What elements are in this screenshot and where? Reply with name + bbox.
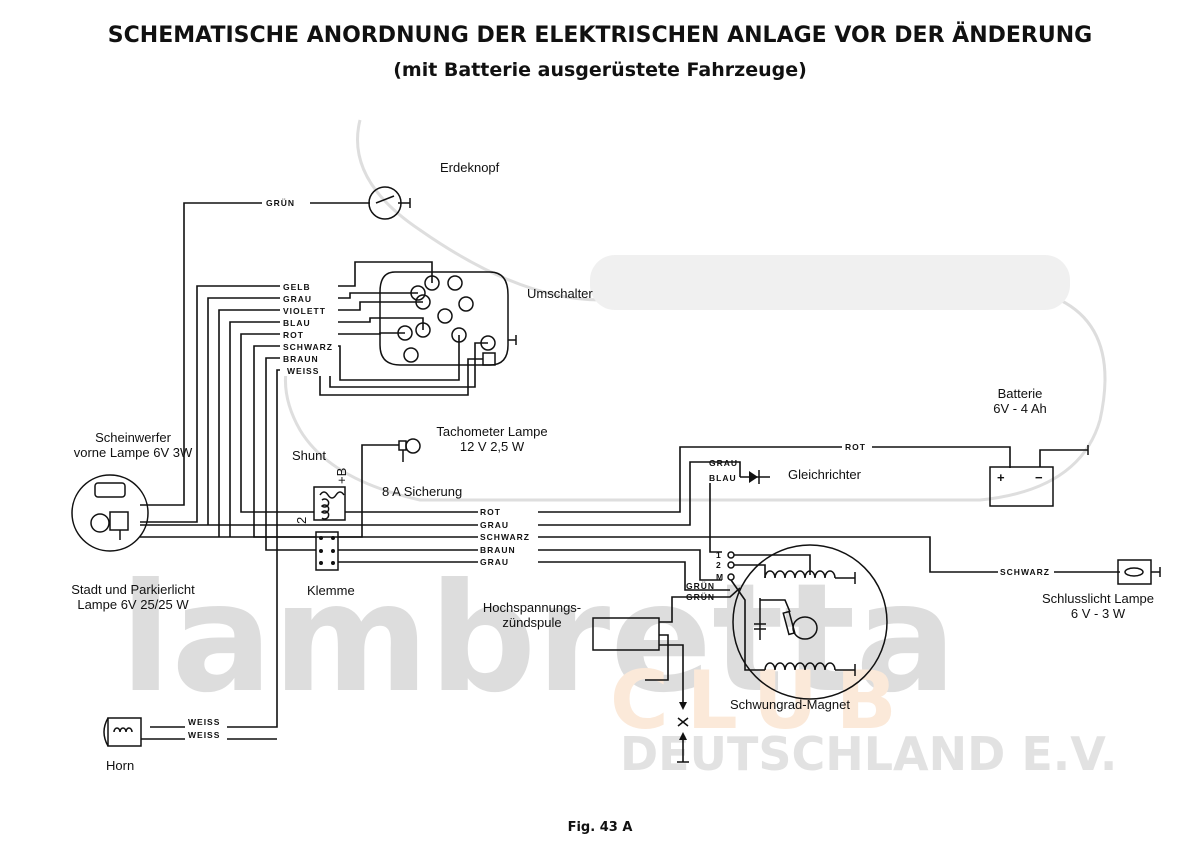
- schlusslicht-spec: 6 V - 3 W: [1071, 606, 1126, 621]
- umschalter-label: Umschalter: [527, 286, 593, 301]
- terminal-1: 1: [716, 550, 722, 560]
- watermark-lambretta: lambretta: [120, 552, 957, 726]
- wire-label-braun: BRAUN: [283, 354, 319, 364]
- scheinwerfer-spec: vorne Lampe 6V 3W: [74, 445, 193, 460]
- wire-label-gelb: GELB: [283, 282, 311, 292]
- wire-label-coil-gruen-1: GRÜN: [686, 581, 715, 591]
- wire-label-main-grau: GRAU: [480, 520, 509, 530]
- wire-label-rect-blau: BLAU: [709, 473, 737, 483]
- tachometer-lamp: [398, 438, 421, 462]
- switch-wire-labels: GELB GRAU VIOLETT BLAU ROT SCHWARZ BRAUN…: [280, 280, 338, 376]
- gleichrichter-label: Gleichrichter: [788, 467, 862, 482]
- wire-label-blau: BLAU: [283, 318, 311, 328]
- wire-label-rect-grau: GRAU: [709, 458, 738, 468]
- wire-label-rot: ROT: [283, 330, 304, 340]
- stadtlicht-label: Stadt und Parkierlicht: [71, 582, 195, 597]
- headlight: [71, 474, 149, 552]
- shunt-terminal-2: 2: [294, 517, 309, 524]
- watermark-deutschland: DEUTSCHLAND E.V.: [620, 727, 1117, 781]
- terminal-2: 2: [716, 560, 722, 570]
- erdeknopf-label: Erdeknopf: [440, 160, 500, 175]
- zuendspule-label-2: zündspule: [502, 615, 561, 630]
- shunt-label: Shunt: [292, 448, 326, 463]
- schlusslicht-label: Schlusslicht Lampe: [1042, 591, 1154, 606]
- klemme-label: Klemme: [307, 583, 355, 598]
- batterie-label: Batterie: [998, 386, 1043, 401]
- figure-label: Fig. 43 A: [568, 820, 633, 835]
- wire-label-horn-weiss-2: WEISS: [188, 730, 220, 740]
- wire-label-schwarz: SCHWARZ: [283, 342, 333, 352]
- wire-label-main-rot: ROT: [480, 507, 501, 517]
- tacho-label: Tachometer Lampe: [436, 424, 547, 439]
- rectifier: [709, 470, 770, 553]
- wire-label-coil-gruen-2: GRÜN: [686, 592, 715, 602]
- wire-label-horn-weiss-1: WEISS: [188, 717, 220, 727]
- sicherung-label: 8 A Sicherung: [382, 484, 462, 499]
- zuendspule-label: Hochspannungs-: [483, 600, 581, 615]
- shunt-terminal-b: +B: [334, 468, 349, 484]
- wire-label-grau: GRAU: [283, 294, 312, 304]
- battery-plus: +: [997, 470, 1005, 485]
- magnet-label: Schwungrad-Magnet: [730, 697, 850, 712]
- tail-light: [1117, 559, 1161, 585]
- wire-label-weiss: WEISS: [287, 366, 319, 376]
- ignition-coil: [592, 587, 741, 763]
- wire-label-main-schwarz: SCHWARZ: [480, 532, 530, 542]
- wire-label-tail-schwarz: SCHWARZ: [1000, 567, 1050, 577]
- wire-label-gruen: GRÜN: [266, 198, 295, 208]
- main-wire-labels: ROT GRAU SCHWARZ BRAUN GRAU ROT SCHWARZ: [478, 441, 1054, 578]
- scheinwerfer-label: Scheinwerfer: [95, 430, 172, 445]
- wire-label-main-braun: BRAUN: [480, 545, 516, 555]
- wire-label-main-grau-2: GRAU: [480, 557, 509, 567]
- terminal-m: M: [716, 572, 724, 582]
- wire-label-battery-rot: ROT: [845, 442, 866, 452]
- battery: [989, 445, 1089, 507]
- batterie-spec: 6V - 4 Ah: [993, 401, 1046, 416]
- stadtlicht-spec: Lampe 6V 25/25 W: [77, 597, 189, 612]
- diagram-subtitle: (mit Batterie ausgerüstete Fahrzeuge): [393, 59, 807, 81]
- diagram-title: SCHEMATISCHE ANORDNUNG DER ELEKTRISCHEN …: [108, 22, 1092, 48]
- wire-label-violett: VIOLETT: [283, 306, 326, 316]
- battery-minus: −: [1035, 470, 1043, 485]
- shunt: [313, 486, 346, 521]
- tacho-spec: 12 V 2,5 W: [460, 439, 525, 454]
- watermark: lambretta CLUB DEUTSCHLAND E.V.: [120, 119, 1117, 781]
- horn-label: Horn: [106, 758, 134, 773]
